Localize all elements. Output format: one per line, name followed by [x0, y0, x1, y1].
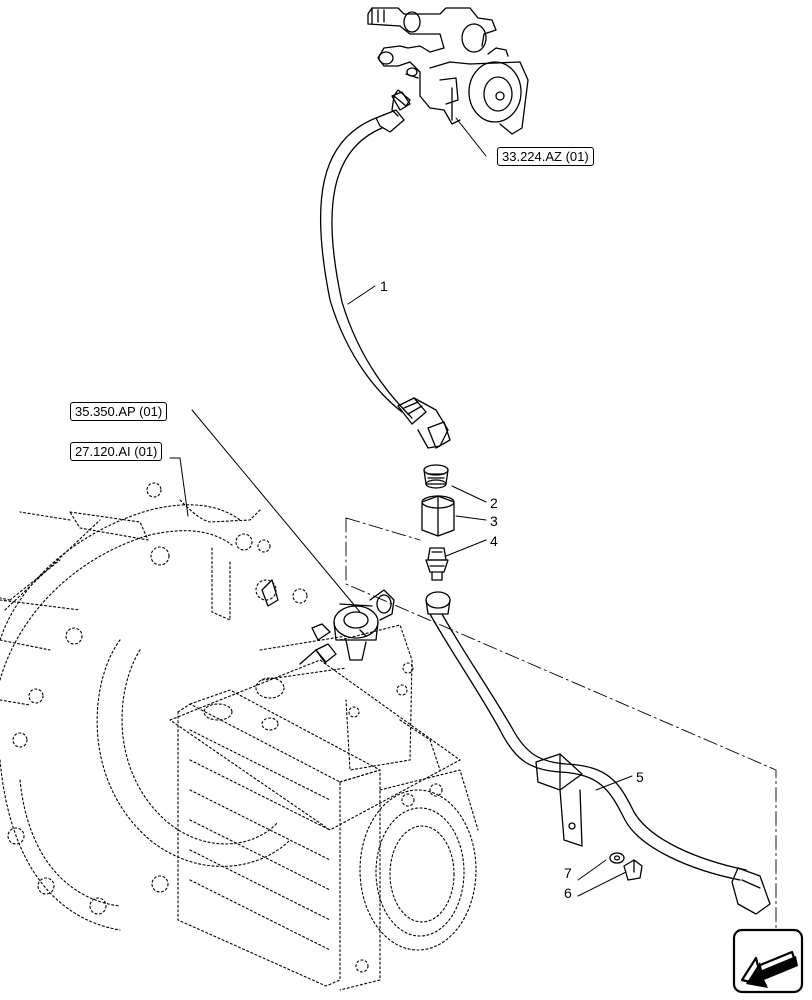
- callout-7: 7: [564, 865, 572, 881]
- assembly-outline: [345, 517, 777, 981]
- washer-7: [609, 852, 625, 864]
- ref-box-block[interactable]: 35.350.AP (01): [70, 402, 168, 421]
- fitting-4: [425, 547, 449, 581]
- previous-page-arrow-icon[interactable]: [732, 928, 804, 994]
- fitting-3: [421, 495, 455, 537]
- fitting-2: [423, 464, 449, 489]
- callout-5: 5: [636, 769, 644, 785]
- hydraulic-block: [261, 579, 395, 665]
- callout-1: 1: [380, 278, 388, 294]
- valve-assembly: [367, 7, 529, 135]
- transmission-housing: [0, 482, 479, 991]
- callout-2: 2: [490, 495, 498, 511]
- ref-box-valve[interactable]: 33.224.AZ (01): [497, 147, 594, 166]
- callout-3: 3: [490, 513, 498, 529]
- callout-4: 4: [490, 533, 498, 549]
- ref-box-housing[interactable]: 27.120.AI (01): [70, 442, 163, 461]
- pipe-5: [425, 591, 771, 915]
- bolt-6: [623, 859, 643, 881]
- callout-6: 6: [564, 885, 572, 901]
- hose-1: [319, 91, 451, 449]
- leader-lines: [169, 117, 633, 897]
